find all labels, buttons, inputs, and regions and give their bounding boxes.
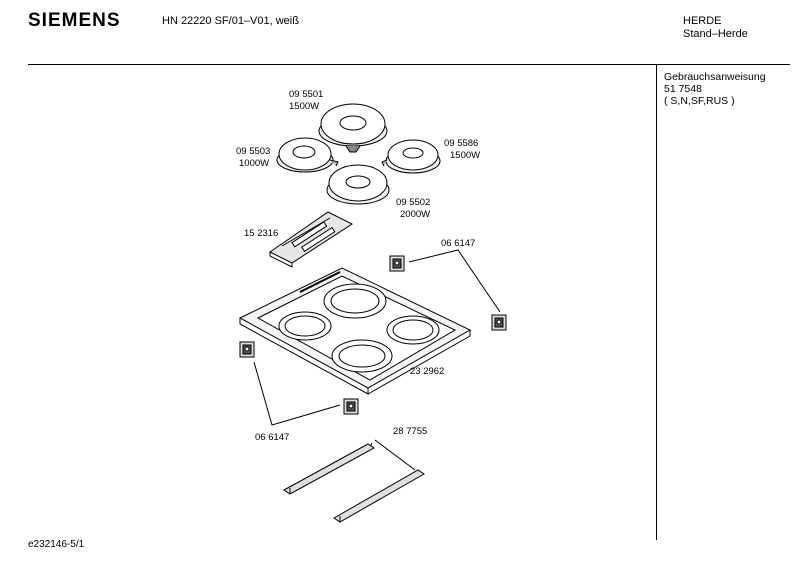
label-hotplate-back-number: 09 5501 <box>289 89 324 100</box>
label-hotplate-right-number: 09 5586 <box>444 138 479 149</box>
subcategory-label: Stand–Herde <box>683 28 748 40</box>
sidebar-divider <box>656 64 657 540</box>
label-knob-top-number: 06 6147 <box>441 238 476 249</box>
rail-part-b <box>333 469 425 523</box>
leader-lines <box>253 249 501 471</box>
hotplate-back <box>318 103 388 153</box>
label-knob-bottom-number: 06 6147 <box>255 432 290 443</box>
bracket-part <box>269 211 354 268</box>
header-divider <box>28 64 790 65</box>
hotplate-front <box>326 164 390 205</box>
hotplate-left <box>276 137 339 173</box>
doc-title: Gebrauchsanweisung <box>664 71 766 83</box>
knob-bottom-left-a <box>239 341 255 358</box>
label-bracket-number: 15 2316 <box>244 228 279 239</box>
label-rails-number: 28 7755 <box>393 426 428 437</box>
label-hotplate-front-power: 2000W <box>400 209 431 220</box>
doc-number: 51 7548 <box>664 83 702 95</box>
brand-logo: SIEMENS <box>28 10 121 31</box>
knob-top-right-a <box>389 255 405 272</box>
footer-reference: e232146-5/1 <box>28 539 85 550</box>
label-hotplate-left-number: 09 5503 <box>236 146 271 157</box>
knob-top-right-b <box>491 314 507 331</box>
knob-bottom-left-b <box>343 398 359 415</box>
label-cooktop-number: 23 2962 <box>410 366 445 377</box>
label-hotplate-right-power: 1500W <box>450 150 481 161</box>
label-hotplate-back-power: 1500W <box>289 101 320 112</box>
label-hotplate-front-number: 09 5502 <box>396 197 431 208</box>
rail-part-a <box>283 443 375 495</box>
category-label: HERDE <box>683 15 722 27</box>
label-hotplate-left-power: 1000W <box>239 158 270 169</box>
doc-languages: ( S,N,SF,RUS ) <box>664 95 735 107</box>
model-title: HN 22220 SF/01–V01, weiß <box>162 15 299 27</box>
hotplate-right <box>381 139 441 174</box>
cooktop-frame <box>238 267 472 395</box>
